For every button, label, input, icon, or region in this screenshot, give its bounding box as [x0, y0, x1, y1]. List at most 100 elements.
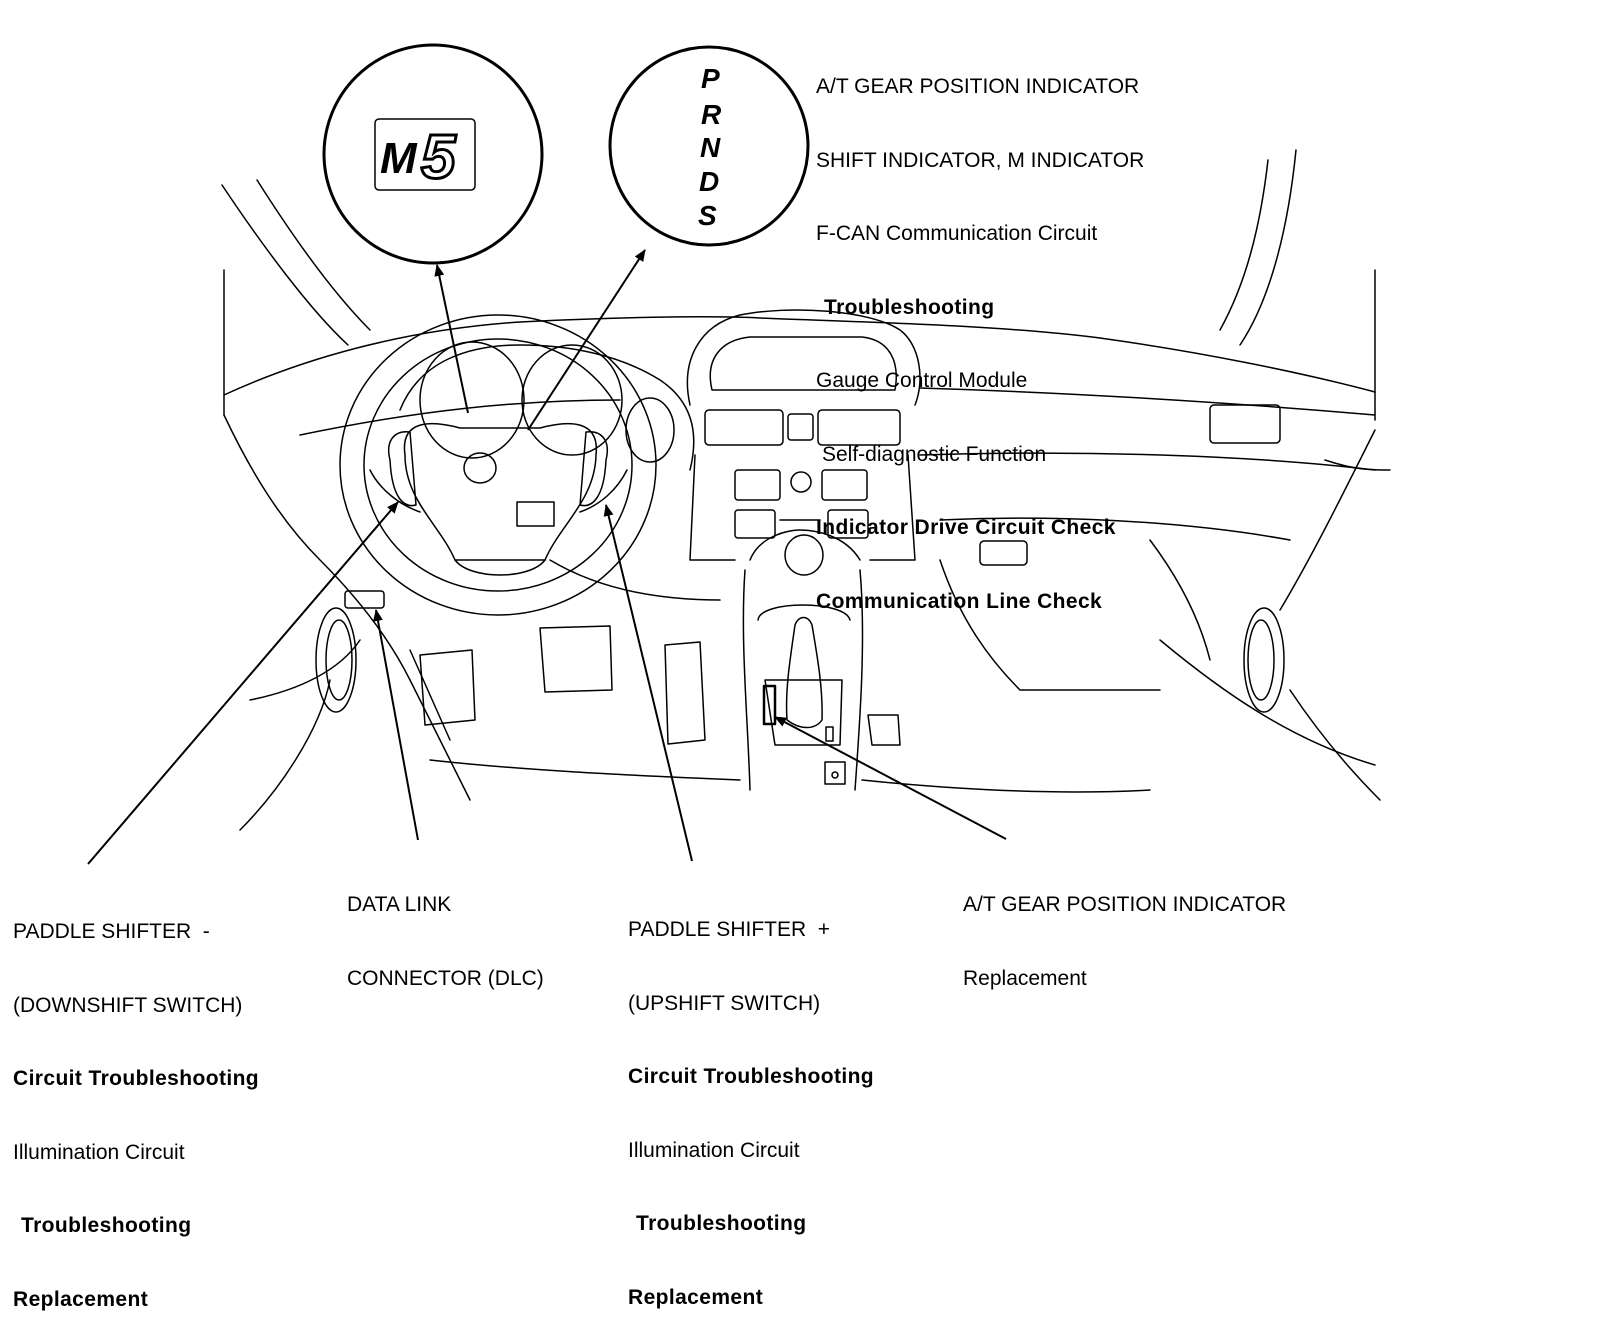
shift-gate	[764, 679, 843, 746]
foot-rest	[664, 641, 706, 745]
right-paddle	[579, 431, 608, 507]
right-vent-outer	[1243, 607, 1285, 713]
m-mode-letter: M	[380, 134, 418, 183]
horn-emblem	[463, 452, 497, 484]
paddle-up-circuit-link[interactable]: Circuit Troubleshooting	[628, 1065, 875, 1088]
paddle-up-label: PADDLE SHIFTER + (UPSHIFT SWITCH) Circui…	[628, 869, 874, 1335]
climate-panel-right	[821, 469, 868, 501]
tachometer	[419, 341, 525, 459]
right-gauge	[625, 397, 675, 463]
paddle-down-leader	[87, 501, 399, 865]
dashboard-top	[223, 316, 1376, 396]
speedometer	[521, 344, 623, 456]
shift-lever	[785, 616, 823, 729]
shift-indicator-leader	[527, 249, 646, 431]
knee-bolster	[549, 559, 721, 601]
left-vent-outer	[315, 607, 357, 713]
console-tray	[757, 604, 851, 621]
paddle-up-troubleshooting-link[interactable]: Troubleshooting	[636, 1212, 807, 1235]
steering-wheel-outer	[339, 314, 657, 616]
right-lower-curve	[1159, 639, 1376, 766]
gear-indicator-small	[825, 726, 834, 742]
gear-indicator-top-label: A/T GEAR POSITION INDICATOR SHIFT INDICA…	[816, 26, 1144, 639]
center-console-upper	[689, 454, 736, 561]
left-paddle	[388, 431, 417, 507]
fcan-troubleshooting-link[interactable]: Troubleshooting	[824, 295, 995, 319]
paddle-up-subtitle: (UPSHIFT SWITCH)	[628, 991, 821, 1015]
left-dash-side	[223, 414, 411, 681]
console-button	[824, 761, 846, 785]
fcan-circuit-link[interactable]: F-CAN Communication Circuit	[816, 222, 1098, 245]
gear-indicator-replacement-link[interactable]: Replacement	[963, 966, 1087, 990]
passenger-airbag-panel	[1209, 404, 1281, 444]
paddle-down-replacement-link[interactable]: Replacement	[13, 1287, 149, 1311]
paddle-down-title: PADDLE SHIFTER -	[13, 920, 210, 943]
steering-wheel-inner	[363, 338, 633, 592]
gear-indicator-title: A/T GEAR POSITION INDICATOR	[816, 75, 1140, 98]
left-floor-panel	[409, 649, 451, 741]
floor-left	[409, 679, 471, 801]
indicator-drive-check-link[interactable]: Indicator Drive Circuit Check	[816, 516, 1116, 539]
paddle-down-troubleshooting-link[interactable]: Troubleshooting	[21, 1214, 192, 1237]
paddle-down-illumination-link[interactable]: Illumination Circuit	[13, 1140, 185, 1164]
communication-line-check-link[interactable]: Communication Line Check	[816, 589, 1103, 613]
steering-button	[516, 501, 555, 527]
self-diagnostic-link[interactable]: Self-diagnostic Function	[822, 442, 1047, 466]
left-a-pillar-inner	[256, 179, 371, 331]
gauge-control-module-link[interactable]: Gauge Control Module	[816, 369, 1028, 392]
paddle-up-replacement-link[interactable]: Replacement	[628, 1285, 764, 1309]
accelerator-pedal	[539, 625, 613, 693]
m-gear-digit: 5	[421, 123, 457, 192]
paddle-up-illumination-link[interactable]: Illumination Circuit	[628, 1138, 800, 1162]
left-a-pillar	[221, 184, 349, 346]
paddle-down-circuit-link[interactable]: Circuit Troubleshooting	[13, 1067, 260, 1090]
right-a-pillar	[1239, 149, 1297, 346]
console-button-dot	[831, 771, 839, 779]
dashboard-mid-right	[919, 452, 1376, 471]
dashboard-illustration: M 5 P R N D S	[87, 43, 1391, 865]
console-top	[749, 529, 861, 561]
right-dash-side	[1279, 429, 1376, 611]
right-door-panel	[1289, 689, 1381, 801]
shift-letter-r: R	[701, 99, 722, 130]
dlc-subtitle: CONNECTOR (DLC)	[347, 966, 544, 990]
shift-indicator-title: SHIFT INDICATOR, M INDICATOR	[816, 148, 1145, 172]
center-screen	[709, 336, 897, 391]
center-vent-left	[704, 409, 784, 446]
gear-indicator-bottom-title: A/T GEAR POSITION INDICATOR	[963, 893, 1287, 916]
m-indicator-display	[374, 118, 476, 191]
shift-letter-n: N	[700, 132, 721, 163]
gear-indicator-bottom-label: A/T GEAR POSITION INDICATOR Replacement	[963, 844, 1286, 1016]
shift-letter-d: D	[699, 166, 719, 197]
center-knob	[784, 534, 824, 576]
center-vent-right	[817, 409, 901, 446]
floor-line-left	[429, 759, 741, 781]
shift-indicator-callout	[608, 45, 810, 247]
right-vent-inner	[1247, 619, 1275, 701]
climate-knob	[790, 471, 812, 493]
dashboard-lower-right	[939, 517, 1291, 541]
console-right-panel	[867, 714, 901, 746]
steering-hub	[403, 422, 597, 561]
shift-letter-p: P	[701, 63, 720, 94]
console-right-side	[854, 569, 864, 791]
left-vent-inner	[325, 619, 353, 701]
right-door-top	[1324, 459, 1391, 471]
dlc-leader	[373, 609, 419, 841]
m-indicator-leader	[434, 264, 469, 414]
data-link-connector	[344, 590, 385, 609]
climate-panel-left	[734, 469, 781, 501]
right-a-pillar-inner	[1219, 159, 1269, 331]
center-stack-hood	[686, 309, 921, 406]
dlc-title: DATA LINK	[347, 893, 452, 916]
dlc-label: DATA LINK CONNECTOR (DLC)	[347, 844, 544, 1016]
paddle-up-title: PADDLE SHIFTER +	[628, 918, 831, 941]
shift-letter-s: S	[698, 200, 717, 231]
paddle-down-label: PADDLE SHIFTER - (DOWNSHIFT SWITCH) Circ…	[13, 871, 259, 1337]
gear-indicator-leader	[774, 716, 1007, 840]
gear-indicator-slot	[762, 684, 777, 726]
cluster-hood	[399, 344, 695, 471]
center-console-upper-right	[869, 454, 916, 561]
right-knee-curve	[1149, 539, 1211, 661]
audio-panel-left	[734, 509, 776, 539]
